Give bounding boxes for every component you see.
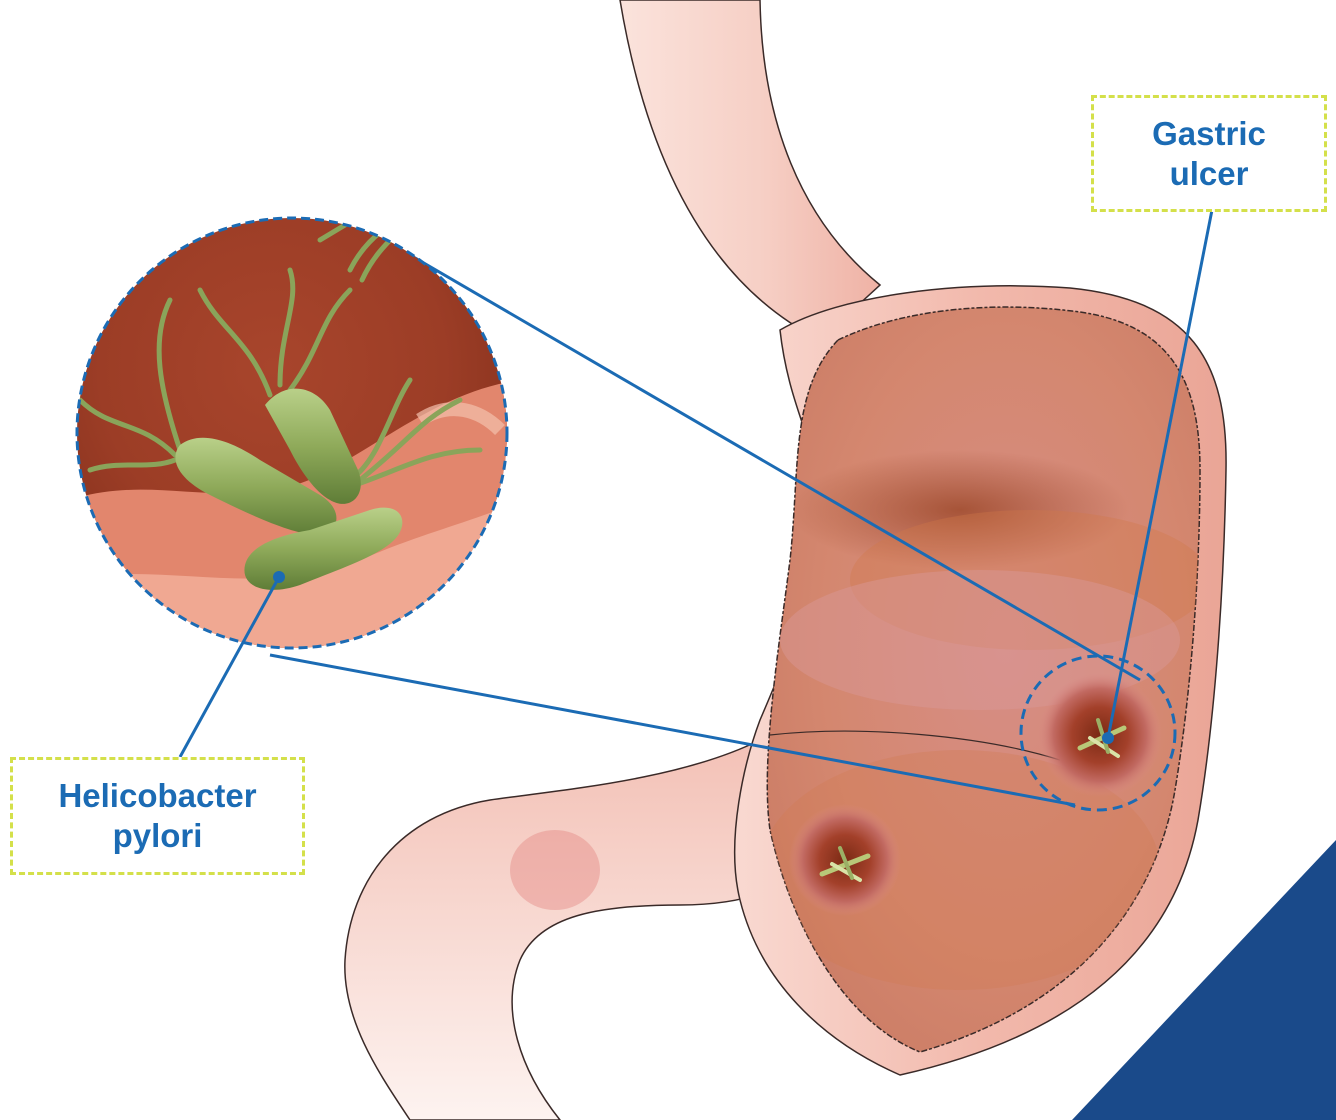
label-gastric-line1: Gastric xyxy=(1152,114,1266,154)
label-hp-line1: Helicobacter xyxy=(58,776,256,816)
bacteria-inset xyxy=(70,210,520,660)
esophagus xyxy=(620,0,880,340)
ulcer-lower xyxy=(789,804,901,916)
label-helicobacter-pylori: Helicobacter pylori xyxy=(10,757,305,875)
label-gastric-ulcer: Gastric ulcer xyxy=(1091,95,1327,212)
label-gastric-line2: ulcer xyxy=(1170,154,1249,194)
label-hp-line2: pylori xyxy=(113,816,203,856)
